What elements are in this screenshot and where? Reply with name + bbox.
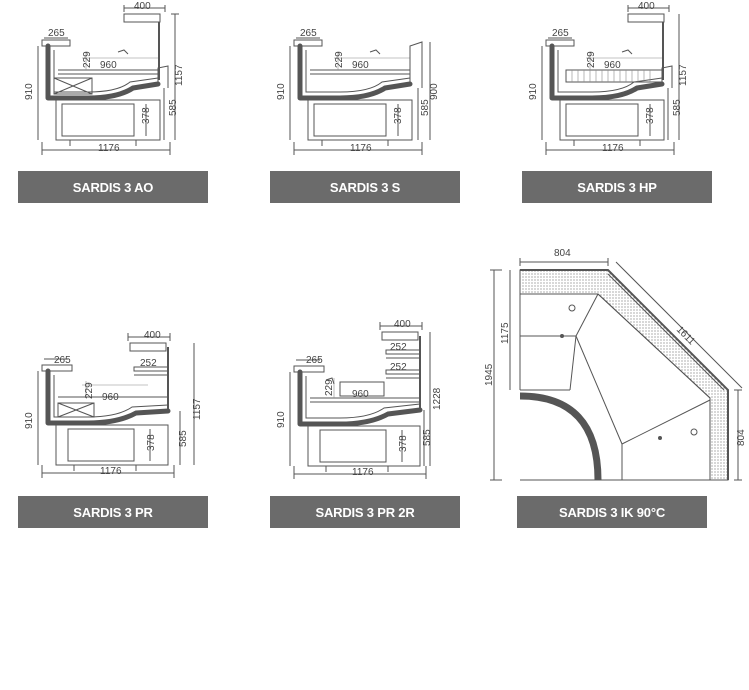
dim-depth: 960	[352, 389, 369, 400]
dim-glass: 229	[324, 379, 335, 396]
dim-total-height: 1157	[174, 64, 185, 86]
model-label-sardis-3-s: SARDIS 3 S	[270, 171, 460, 203]
cross-section-drawing: 400 265 229 960 1157 910 585 378 1176	[24, 1, 185, 155]
model-label-sardis-3-pr: SARDIS 3 PR	[18, 496, 208, 528]
model-label-sardis-3-ao: SARDIS 3 AO	[18, 171, 208, 203]
diagram-sardis-3-pr: 400 265 252 229 960 1157 910 585 378 117…	[18, 325, 218, 490]
dim-shelf-1: 252	[390, 342, 407, 353]
dim-width: 1176	[98, 143, 120, 154]
dim-left-top: 265	[48, 28, 65, 39]
dim-inner: 378	[146, 434, 157, 451]
diagram-sardis-3-hp: 400 265 229 960 1157 910 585 378 1176	[522, 0, 722, 165]
dim-width: 1176	[602, 143, 624, 154]
diagram-sardis-3-s: 265 229 960 910 900 585 378 1176	[270, 0, 470, 165]
model-label-sardis-3-hp: SARDIS 3 HP	[522, 171, 712, 203]
dim-width: 1176	[350, 143, 372, 154]
dim-depth: 960	[604, 60, 621, 71]
dim-total-height: 1157	[678, 64, 689, 86]
dim-top: 400	[134, 1, 151, 12]
dim-height: 910	[24, 412, 35, 429]
plan-view-drawing: 804 1611 804 1945 1175	[484, 248, 747, 481]
dim-width: 1176	[100, 466, 122, 477]
dim-height: 1945	[484, 363, 495, 386]
dim-depth: 960	[352, 60, 369, 71]
cross-section-drawing: 265 229 960 910 900 585 378 1176	[276, 28, 440, 155]
dim-inner: 378	[393, 107, 404, 124]
dim-inner: 378	[398, 435, 409, 452]
dim-top: 400	[144, 330, 161, 341]
dim-base: 585	[178, 430, 189, 447]
dim-height: 910	[276, 411, 287, 428]
dim-top: 804	[554, 248, 571, 259]
dim-height: 910	[528, 83, 539, 100]
cross-section-drawing: 400 265 252 229 960 1157 910 585 378 117…	[24, 330, 203, 478]
dim-glass: 229	[334, 51, 345, 68]
dim-glass: 229	[84, 382, 95, 399]
model-label-sardis-3-ik-90: SARDIS 3 IK 90°C	[517, 496, 707, 528]
dim-height: 910	[24, 83, 35, 100]
dim-left-top: 265	[552, 28, 569, 39]
diagram-sardis-3-pr-2r: 400 265 252 252 229 960 1228 910 585 378…	[270, 318, 470, 490]
dim-total-height: 1157	[192, 398, 203, 420]
dim-total-height: 900	[429, 83, 440, 100]
dim-depth: 960	[100, 60, 117, 71]
diagram-sardis-3-ik-90: 804 1611 804 1945 1175	[480, 240, 747, 490]
dim-base: 585	[672, 99, 683, 116]
dim-total-height: 1228	[432, 387, 443, 410]
dim-inner: 378	[141, 107, 152, 124]
dim-glass: 229	[82, 51, 93, 68]
dim-left-top: 265	[54, 355, 71, 366]
cross-section-drawing: 400 265 252 252 229 960 1228 910 585 378…	[276, 319, 443, 479]
cross-section-drawing: 400 265 229 960 1157 910 585 378 1176	[528, 1, 689, 155]
model-label-sardis-3-pr-2r: SARDIS 3 PR 2R	[270, 496, 460, 528]
dim-left-top: 265	[306, 355, 323, 366]
dim-top: 400	[394, 319, 411, 330]
dim-width: 1176	[352, 467, 374, 478]
dim-shelf-2: 252	[390, 362, 407, 373]
dim-base: 585	[168, 99, 179, 116]
dim-glass: 229	[586, 51, 597, 68]
diagram-sardis-3-ao: 400 265 229 960 1157 910 585 378 1176	[18, 0, 218, 165]
dim-base: 585	[422, 429, 433, 446]
dim-base: 585	[420, 99, 431, 116]
dim-top: 400	[638, 1, 655, 12]
dim-left-top: 265	[300, 28, 317, 39]
dim-inner: 378	[645, 107, 656, 124]
dim-depth: 960	[102, 392, 119, 403]
dim-height: 910	[276, 83, 287, 100]
dim-shelf: 252	[140, 358, 157, 369]
dim-inner: 1175	[500, 322, 511, 344]
dim-side: 804	[736, 429, 747, 446]
